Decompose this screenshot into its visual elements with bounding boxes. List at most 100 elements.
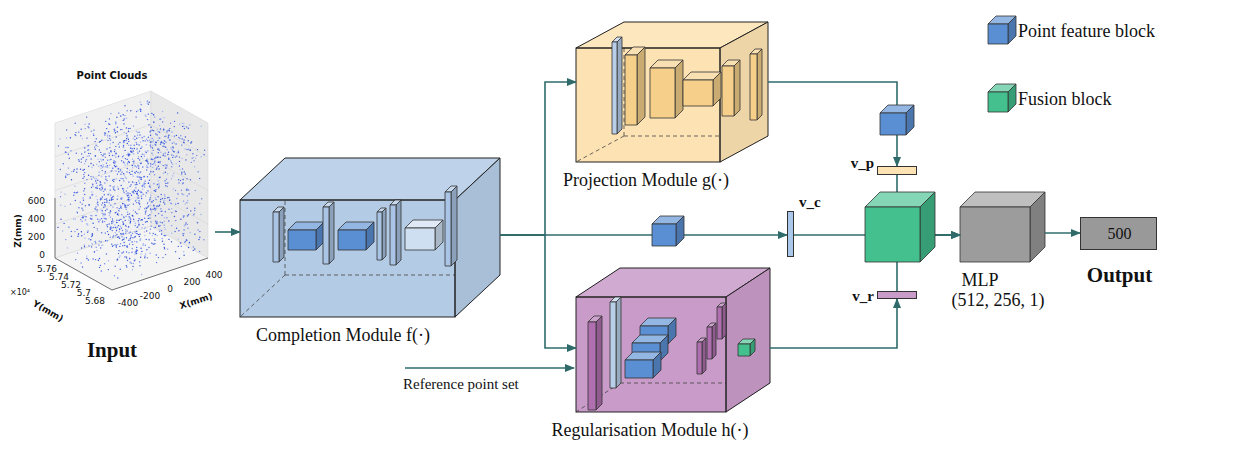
cloud-point xyxy=(94,241,95,242)
cloud-point xyxy=(97,230,98,231)
cloud-point xyxy=(164,247,165,248)
cloud-point xyxy=(180,242,181,243)
cloud-point xyxy=(142,244,143,245)
cloud-point xyxy=(162,211,163,212)
cloud-point xyxy=(68,154,69,155)
cloud-point xyxy=(116,234,117,235)
cloud-point xyxy=(199,237,200,238)
cloud-point xyxy=(128,200,129,201)
cloud-point xyxy=(116,136,117,137)
cloud-point xyxy=(138,202,139,203)
cloud-point xyxy=(91,234,92,235)
cloud-point xyxy=(142,194,143,195)
block-face xyxy=(396,200,401,265)
cloud-point xyxy=(74,231,75,232)
cloud-point xyxy=(113,162,114,163)
cloud-point xyxy=(85,205,86,206)
cloud-point xyxy=(128,161,129,162)
cloud-point xyxy=(156,223,157,224)
cloud-point xyxy=(119,146,120,147)
cloud-point xyxy=(81,235,82,236)
cloud-point xyxy=(140,148,141,149)
cloud-point xyxy=(177,203,178,204)
block-face xyxy=(405,228,435,250)
cloud-point xyxy=(150,163,151,164)
cloud-point xyxy=(104,199,105,200)
cloud-point xyxy=(150,209,151,210)
cloud-point xyxy=(111,221,112,222)
cloud-point xyxy=(194,208,195,209)
cloud-point xyxy=(87,126,88,127)
cloud-point xyxy=(91,179,92,180)
cloud-point xyxy=(165,168,166,169)
cloud-point xyxy=(188,140,189,141)
cloud-point xyxy=(86,255,87,256)
cloud-point xyxy=(173,151,174,152)
cloud-point xyxy=(123,192,124,193)
cloud-point xyxy=(77,192,78,193)
cloud-point xyxy=(175,143,176,144)
legend-label: Point feature block xyxy=(1018,21,1155,42)
cloud-point xyxy=(104,194,105,195)
cloud-point xyxy=(123,180,124,181)
cloud-point xyxy=(157,156,158,157)
cloud-point xyxy=(123,217,124,218)
cloud-point xyxy=(144,255,145,256)
cloud-point xyxy=(109,138,110,139)
cloud-point xyxy=(65,147,66,148)
cloud-point xyxy=(131,252,132,253)
cloud-point xyxy=(128,131,129,132)
cloud-point xyxy=(64,194,65,195)
cloud-point xyxy=(139,176,140,177)
cloud-point xyxy=(138,220,139,221)
cloud-point xyxy=(148,163,149,164)
cloud-point xyxy=(160,201,161,202)
cloud-point xyxy=(88,204,89,205)
cloud-point xyxy=(116,247,117,248)
cloud-point xyxy=(146,239,147,240)
cloud-point xyxy=(120,116,121,117)
cloud-point xyxy=(165,211,166,212)
cloud-point xyxy=(129,232,130,233)
cloud-point xyxy=(149,205,150,206)
cloud-point xyxy=(74,134,75,135)
cloud-point xyxy=(132,237,133,238)
cloud-point xyxy=(94,178,95,179)
cloud-point xyxy=(144,208,145,209)
block-face xyxy=(750,339,755,356)
cloud-point xyxy=(63,163,64,164)
cloud-point xyxy=(134,190,135,191)
cloud-point xyxy=(92,243,93,244)
cloud-point xyxy=(106,200,107,201)
cloud-point xyxy=(177,193,178,194)
cloud-point xyxy=(186,202,187,203)
cloud-point xyxy=(152,147,153,148)
cloud-point xyxy=(128,252,129,253)
cloud-point xyxy=(122,203,123,204)
cloud-point xyxy=(165,164,166,165)
cloud-point xyxy=(184,171,185,172)
cloud-point xyxy=(147,161,148,162)
cloud-point xyxy=(99,181,100,182)
cloud-point xyxy=(129,223,130,224)
cloud-point xyxy=(148,113,149,114)
cloud-point xyxy=(80,169,81,170)
axis-label: -200 xyxy=(139,291,161,301)
cloud-point xyxy=(122,156,123,157)
cloud-point xyxy=(112,199,113,200)
cloud-point xyxy=(189,124,190,125)
cloud-point xyxy=(149,184,150,185)
reference-arrow xyxy=(405,367,574,369)
cloud-point xyxy=(141,198,142,199)
cloud-point xyxy=(88,149,89,150)
cloud-point xyxy=(150,135,151,136)
cloud-point xyxy=(159,229,160,230)
cloud-point xyxy=(81,153,82,154)
cloud-point xyxy=(164,248,165,249)
cloud-point xyxy=(179,258,180,259)
cloud-point xyxy=(114,165,115,166)
cloud-point xyxy=(110,237,111,238)
grid-line xyxy=(55,125,151,157)
cloud-point xyxy=(161,230,162,231)
cloud-point xyxy=(105,179,106,180)
